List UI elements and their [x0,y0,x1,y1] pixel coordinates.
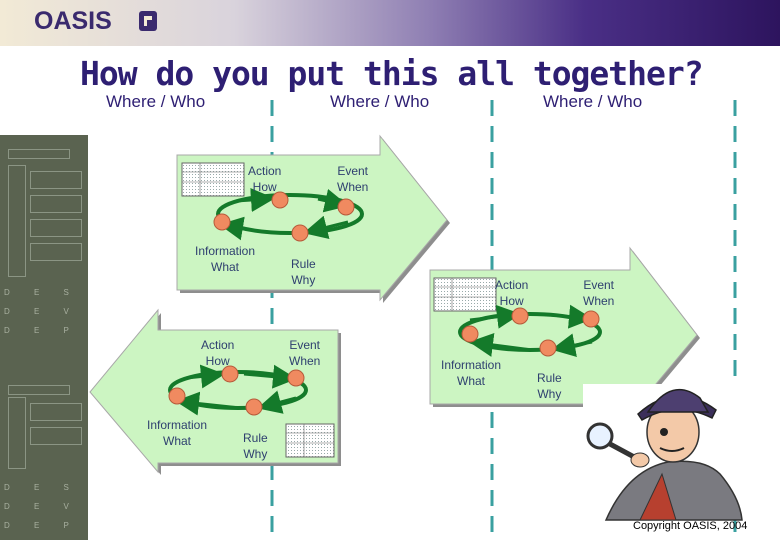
oasis-logo: OASIS [34,7,112,35]
page-title: How do you put this all together? [80,54,704,93]
information-node [168,387,186,405]
information-node [213,213,231,231]
column-label-where-who-1: Where / Who [106,92,206,111]
sidebar-word: D E S I G N [4,483,88,492]
action-node [511,307,529,325]
event-node [337,198,355,216]
document-thumbnail [181,162,245,197]
rule-node [245,398,263,416]
process-arrow-left [89,308,341,475]
cycle-ring-left [168,364,308,416]
rule-node [291,224,309,242]
cycle-ring-top [213,188,364,242]
document-thumbnail [285,423,335,458]
sidebar-word: D E S I G N [4,288,88,297]
column-label-where-who-3: Where / Who [543,92,643,111]
oasis-logo-icon [139,11,157,31]
information-node [461,325,479,343]
document-thumbnail [433,277,497,312]
sidebar-word: D E V E L O P [4,502,88,511]
event-node [287,369,305,387]
cycle-ring-right [458,304,602,358]
sidebar-word: D E P L O Y [4,326,88,335]
event-node [582,310,600,328]
decorative-sidebar: D E S I G N D E V E L O P D E P L O Y D … [0,135,88,540]
copyright-notice: Copyright OASIS, 2004 [633,520,748,532]
action-node [221,365,239,383]
detective-illustration [583,384,763,521]
header-bar [0,0,780,46]
rule-node [539,339,557,357]
sidebar-word: D E P L O Y [4,521,88,530]
action-node [271,191,289,209]
column-label-where-who-2: Where / Who [330,92,430,111]
sidebar-word: D E V E L O P [4,307,88,316]
